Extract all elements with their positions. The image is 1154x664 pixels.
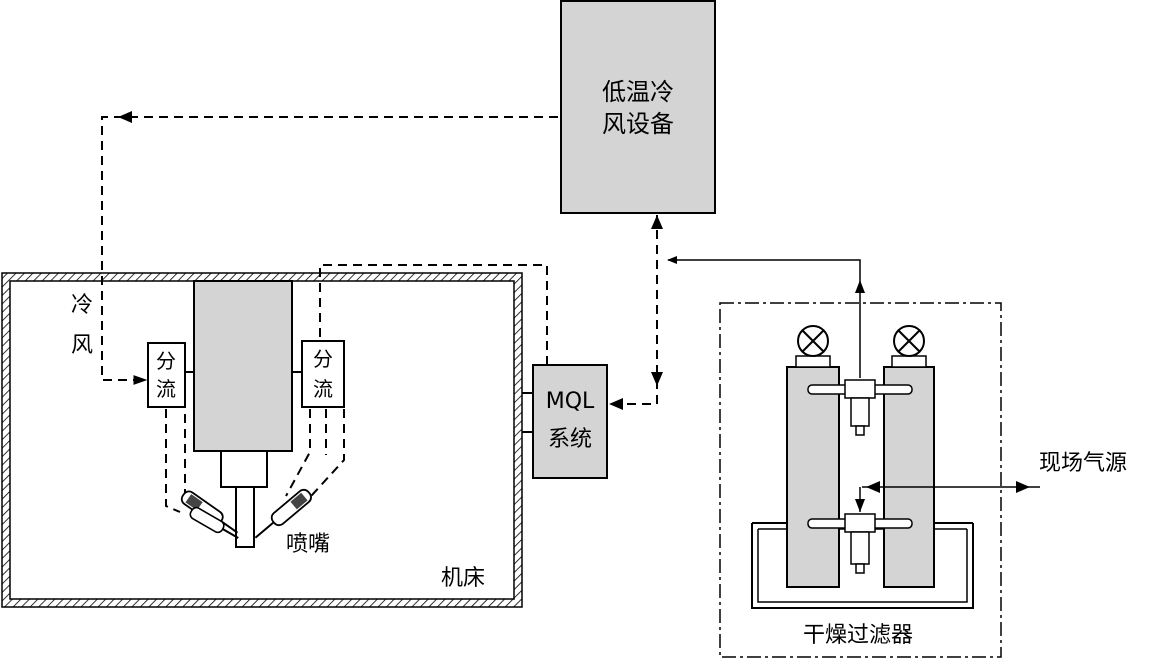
cold-air-label-1: 冷 — [71, 293, 93, 318]
dryer-filter-label: 干燥过滤器 — [803, 623, 913, 648]
spindle — [193, 280, 293, 548]
arrow-to-equipment — [651, 215, 663, 229]
mql-oil-line — [319, 264, 548, 365]
nozzle-left — [180, 490, 239, 539]
air-line-equipment-mql — [614, 215, 658, 405]
cold-air-equipment-label-1: 低温冷 — [602, 78, 674, 106]
dried-air-line — [667, 256, 861, 378]
splitter-right: 分 流 — [292, 340, 345, 408]
air-source-label: 现场气源 — [1039, 451, 1127, 476]
machine-tool-label: 机床 — [441, 566, 485, 591]
arrow-up-dryer — [855, 280, 865, 293]
nozzle-right — [254, 488, 312, 539]
splitter-left-label-1: 分 — [156, 349, 176, 373]
air-source-arrow-end — [866, 481, 880, 493]
mql-system: MQL 系统 — [522, 364, 608, 479]
cold-air-label-2: 风 — [71, 333, 93, 358]
cold-air-equipment-label-2: 风设备 — [602, 110, 674, 138]
cold-air-line-arrow-top — [118, 111, 132, 123]
arrow-down-mql — [651, 372, 663, 386]
dryer-filter: 干燥过滤器 — [719, 302, 1002, 658]
cold-air-equipment: 低温冷 风设备 — [560, 0, 716, 214]
splitter-left-label-2: 流 — [156, 377, 176, 401]
mql-label-1: MQL — [546, 389, 595, 414]
splitter-right-label-2: 流 — [313, 377, 333, 401]
splitter-right-label-1: 分 — [313, 347, 333, 371]
nozzle-label: 喷嘴 — [286, 532, 330, 557]
mql-label-2: 系统 — [548, 427, 592, 452]
arrow-to-mql — [609, 398, 623, 410]
cold-air-line — [101, 116, 558, 385]
splitter-left: 分 流 — [147, 342, 194, 408]
machine-tool-enclosure: 机床 — [1, 272, 523, 608]
air-source-arrow — [1016, 481, 1030, 493]
